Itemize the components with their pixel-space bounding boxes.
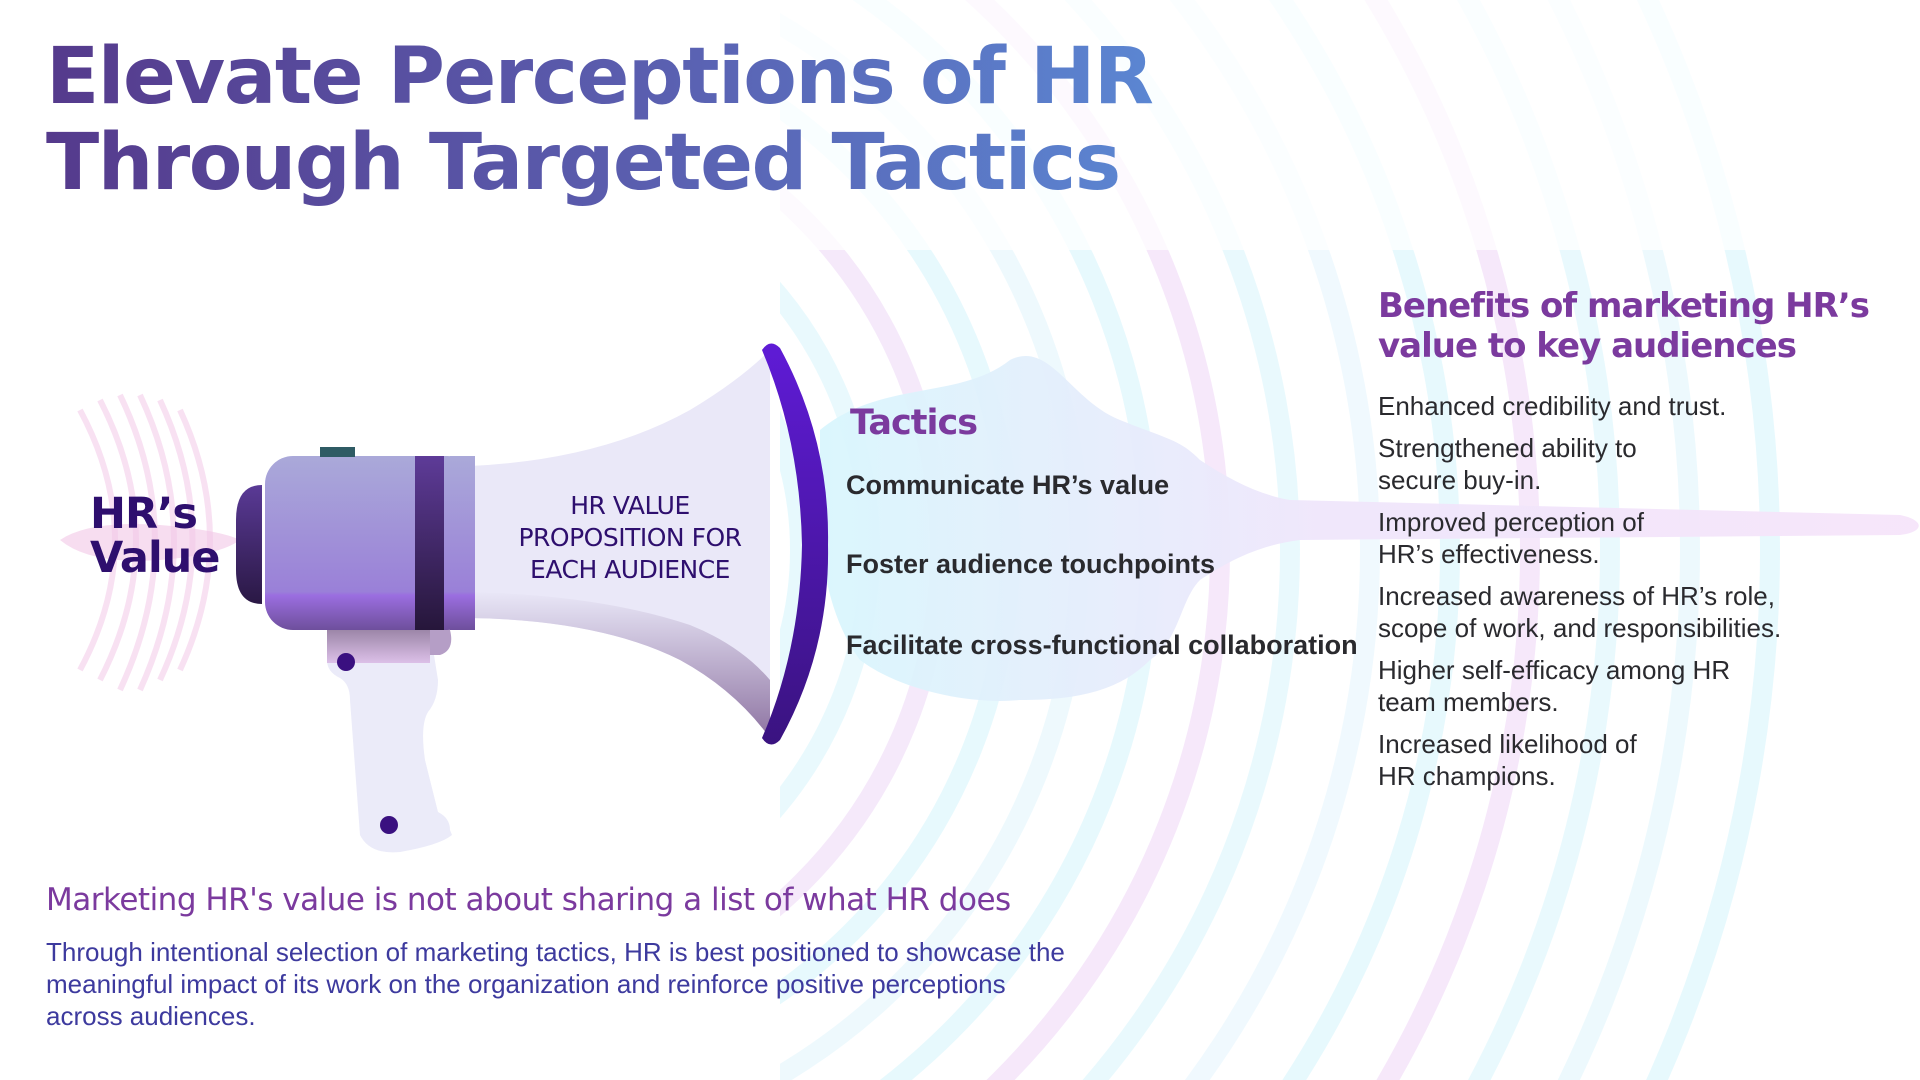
value-proposition-line: HR VALUE: [570, 491, 690, 520]
benefit-item: Improved perception of HR’s effectivenes…: [1378, 507, 1644, 569]
benefits-heading: Benefits of marketing HR’s value to key …: [1378, 286, 1918, 366]
tactics-heading: Tactics: [850, 403, 978, 443]
benefit-item: Higher self-efficacy among HR team membe…: [1378, 655, 1731, 717]
hrs-value-line-1: HR’s: [90, 489, 198, 539]
benefits-heading-line-2: value to key audiences: [1378, 326, 1797, 366]
page-title: Elevate Perceptions of HR Through Target…: [46, 34, 1153, 206]
benefit-item: Increased likelihood of HR champions.: [1378, 729, 1637, 791]
footer-heading: Marketing HR's value is not about sharin…: [46, 882, 1011, 918]
footer-body: Through intentional selection of marketi…: [46, 937, 1065, 1031]
title-line-1: Elevate Perceptions of HR: [46, 32, 1153, 122]
benefit-item: Strengthened ability to secure buy-in.: [1378, 433, 1637, 495]
tactic-item: Foster audience touchpoints: [846, 549, 1216, 579]
value-proposition-label: HR VALUE PROPOSITION FOR EACH AUDIENCE: [480, 490, 780, 586]
title-line-2: Through Targeted Tactics: [46, 118, 1120, 208]
tactic-item: Communicate HR’s value: [846, 470, 1170, 500]
value-proposition-line: EACH AUDIENCE: [530, 555, 730, 584]
hrs-value-line-2: Value: [90, 533, 220, 583]
value-proposition-line: PROPOSITION FOR: [518, 523, 742, 552]
benefits-heading-line-1: Benefits of marketing HR’s: [1378, 286, 1870, 326]
benefit-item: Enhanced credibility and trust.: [1378, 391, 1727, 421]
benefits-list: Enhanced credibility and trust. Strength…: [1378, 390, 1898, 802]
hrs-value-label: HR’s Value: [90, 489, 220, 583]
benefit-item: Increased awareness of HR’s role, scope …: [1378, 581, 1782, 643]
tactic-item: Facilitate cross-functional collaboratio…: [846, 630, 1358, 660]
